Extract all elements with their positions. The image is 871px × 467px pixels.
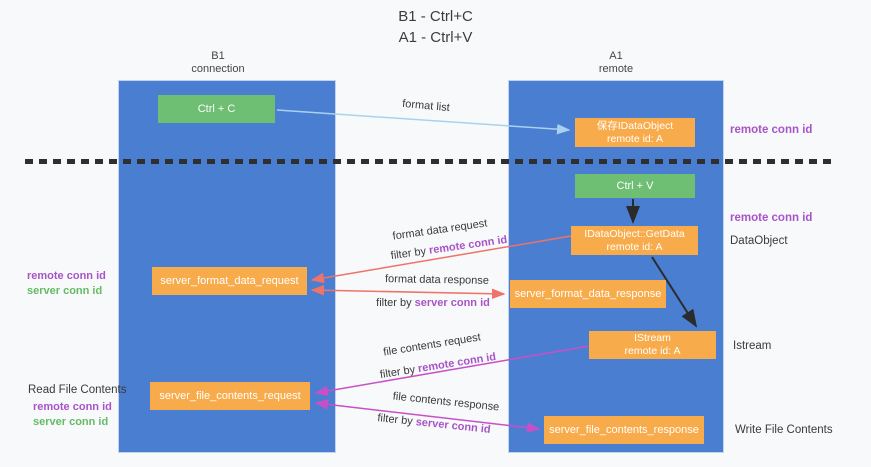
right-remote-conn-id-top: remote conn id <box>730 124 813 136</box>
left-remote-conn-id-top: remote conn id <box>27 270 106 282</box>
istream-box: IStream remote id: A <box>589 331 716 359</box>
server-conn-id-text: server conn id <box>415 416 492 436</box>
format-list-label: format list <box>401 97 451 115</box>
server-format-data-response-box: server_format_data_response <box>510 280 666 308</box>
lifeline-b1-name: B1 <box>211 50 225 62</box>
lifeline-header-b1: B1 connection <box>158 50 278 76</box>
title-line-1: B1 - Ctrl+C <box>398 8 473 25</box>
file-contents-response-filter-label: filter by server conn id <box>377 412 491 436</box>
istream-line2: remote id: A <box>624 345 681 357</box>
write-file-contents-annotation: Write File Contents <box>735 424 833 436</box>
left-remote-conn-id-bottom: remote conn id <box>33 401 112 413</box>
server-file-contents-request-label: server_file_contents_request <box>159 389 301 402</box>
server-file-contents-response-box: server_file_contents_response <box>544 416 704 444</box>
getdata-line2: remote id: A <box>606 240 663 253</box>
ctrl-v-label: Ctrl + V <box>616 179 654 192</box>
copy-paste-boundary-dashed-line <box>25 159 832 164</box>
filter-by-text: filter by <box>379 363 420 382</box>
ctrl-c-label: Ctrl + C <box>197 102 236 115</box>
left-server-conn-id-bottom: server conn id <box>33 416 109 428</box>
lifeline-a1-name: A1 <box>609 50 623 62</box>
istream-annotation: Istream <box>733 340 772 352</box>
right-remote-conn-id-mid: remote conn id <box>730 212 813 224</box>
server-format-data-request-label: server_format_data_request <box>160 274 299 287</box>
server-format-data-response-label: server_format_data_response <box>514 287 662 300</box>
remote-conn-id-text: remote conn id <box>428 233 508 257</box>
ctrl-c-box: Ctrl + C <box>158 95 275 123</box>
lifeline-b1-sub: connection <box>191 63 245 75</box>
read-file-contents-annotation: Read File Contents <box>28 384 127 396</box>
server-file-contents-response-label: server_file_contents_response <box>549 423 699 436</box>
save-dataobject-box: 保存IDataObject remote id: A <box>575 118 695 147</box>
left-server-conn-id-top: server conn id <box>27 285 103 297</box>
server-file-contents-request-box: server_file_contents_request <box>150 382 310 410</box>
ctrl-v-box: Ctrl + V <box>575 174 695 198</box>
filter-by-text: filter by <box>376 297 415 309</box>
save-dataobject-line1: 保存IDataObject <box>596 119 674 132</box>
title-line-2: A1 - Ctrl+V <box>398 29 473 46</box>
dataobject-annotation: DataObject <box>730 235 788 247</box>
filter-by-text: filter by <box>390 244 430 263</box>
filter-by-text: filter by <box>376 412 417 429</box>
format-data-response-filter-label: filter by server conn id <box>376 297 490 309</box>
save-dataobject-line2: remote id: A <box>606 132 664 145</box>
file-contents-response-label: file contents response <box>392 390 500 414</box>
getdata-line1: IDataObject::GetData <box>584 227 685 240</box>
server-format-data-request-box: server_format_data_request <box>152 267 307 295</box>
diagram-title: B1 - Ctrl+C A1 - Ctrl+V <box>0 6 871 48</box>
remote-conn-id-text: remote conn id <box>417 350 497 376</box>
format-data-response-label: format data response <box>384 273 490 287</box>
lifeline-a1-sub: remote <box>598 63 634 75</box>
lifeline-header-a1: A1 remote <box>556 50 676 76</box>
istream-line1: IStream <box>634 332 671 344</box>
idataobject-getdata-box: IDataObject::GetData remote id: A <box>571 226 698 255</box>
server-conn-id-text: server conn id <box>414 297 490 309</box>
format-data-response-arrow <box>310 285 506 299</box>
